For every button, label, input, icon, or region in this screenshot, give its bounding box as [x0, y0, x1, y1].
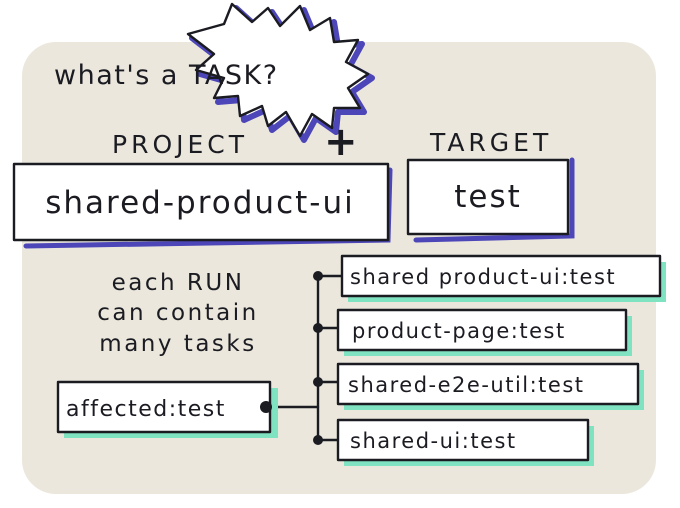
connector-dot: [313, 377, 323, 387]
note-line-1: each RUN: [112, 270, 245, 296]
connector-dot: [313, 271, 323, 281]
starburst-icon: [186, 2, 375, 143]
task-box: shared-ui:test: [336, 418, 594, 466]
note-line-3: many tasks: [99, 331, 256, 357]
task-label: shared-e2e-util:test: [348, 373, 585, 397]
connector-dot: [313, 323, 323, 333]
task-label: shared-ui:test: [350, 429, 517, 453]
task-label: product-page:test: [352, 319, 566, 343]
target-box: test: [406, 157, 575, 243]
task-connector-lines: [266, 271, 346, 445]
task-box: shared-e2e-util:test: [336, 362, 644, 410]
project-box: shared-product-ui: [12, 162, 393, 249]
task-box: shared product-ui:test: [340, 254, 666, 302]
note-line-2: can contain: [97, 300, 259, 326]
project-value: shared-product-ui: [45, 185, 354, 221]
connector-dot: [313, 435, 323, 445]
command-dot: [260, 401, 272, 413]
command-box: affected:test: [56, 380, 278, 438]
task-box: product-page:test: [336, 308, 632, 356]
task-label: shared product-ui:test: [350, 265, 616, 289]
target-value: test: [454, 179, 522, 215]
plus-sign: +: [324, 119, 358, 165]
target-heading: TARGET: [429, 128, 552, 157]
command-text: affected:test: [66, 397, 226, 422]
title-text: what's a TASK?: [54, 60, 279, 91]
project-heading: PROJECT: [112, 130, 248, 159]
